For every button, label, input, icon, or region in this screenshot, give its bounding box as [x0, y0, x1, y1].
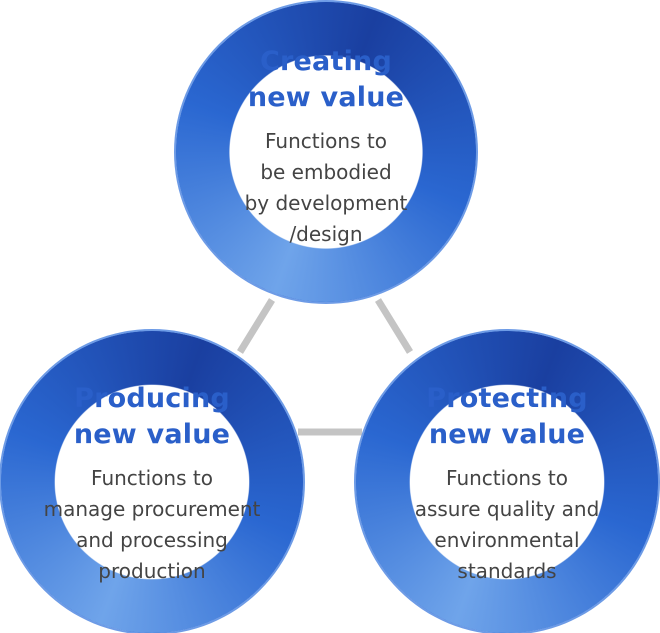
node-description: Functions to be embodied by development … [244, 129, 408, 246]
node-producing-new-value: Producing new value Functions to manage … [1, 331, 303, 633]
node-protecting-new-value: Protecting new value Functions to assure… [356, 331, 658, 633]
node-description: Functions to assure quality and environm… [414, 466, 600, 583]
node-title: Creating new value [247, 46, 405, 113]
connector-top-left [237, 298, 275, 354]
node-creating-new-value: Creating new value Functions to be embod… [176, 2, 476, 302]
node-title: Producing new value [73, 383, 231, 450]
node-description: Functions to manage procurement and proc… [43, 466, 261, 583]
connector-top-right [375, 298, 413, 354]
node-title: Protecting new value [426, 383, 588, 450]
